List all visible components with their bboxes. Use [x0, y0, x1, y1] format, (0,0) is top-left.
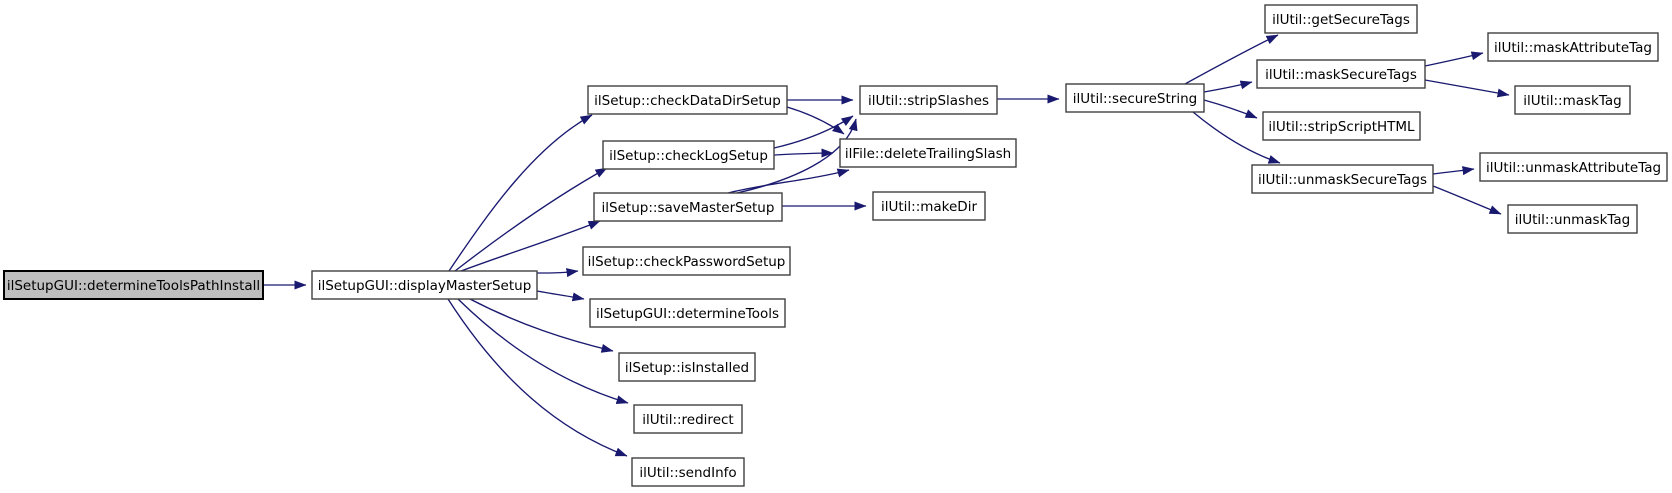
node-box[interactable] [1487, 32, 1659, 62]
edge-displayMasterSetup-checkPasswordSetup [536, 268, 579, 278]
node-label: ilUtil::makeDir [881, 199, 977, 215]
graph-node-maskTag[interactable]: ilUtil::maskTag [1514, 85, 1631, 115]
node-label: ilUtil::stripSlashes [868, 93, 989, 109]
edge-displayMasterSetup-saveMasterSetup [460, 220, 601, 272]
node-label: ilSetup::isInstalled [625, 360, 749, 376]
graph-node-secureString[interactable]: ilUtil::secureString [1065, 83, 1205, 113]
graph-node-determineToolsPathInstall: ilSetupGUI::determineToolsPathInstall [3, 270, 264, 300]
node-label: ilUtil::maskAttributeTag [1494, 40, 1652, 56]
node-label: ilSetup::checkLogSetup [609, 148, 768, 164]
node-label: ilUtil::maskTag [1523, 93, 1621, 109]
node-box[interactable] [618, 352, 756, 382]
graph-node-stripScriptHTML[interactable]: ilUtil::stripScriptHTML [1262, 111, 1421, 141]
node-label: ilFile::deleteTrailingSlash [845, 146, 1011, 162]
node-box [3, 270, 264, 300]
edge-secureString-getSecureTags [1184, 34, 1279, 85]
node-box[interactable] [311, 270, 538, 300]
graph-node-maskAttributeTag[interactable]: ilUtil::maskAttributeTag [1487, 32, 1659, 62]
node-label: ilSetupGUI::determineToolsPathInstall [7, 278, 260, 294]
node-box[interactable] [1479, 152, 1668, 182]
graph-node-unmaskTag[interactable]: ilUtil::unmaskTag [1507, 204, 1638, 234]
edge-displayMasterSetup-determineTools [536, 290, 585, 302]
graph-node-deleteTrailingSlash[interactable]: ilFile::deleteTrailingSlash [839, 138, 1017, 168]
node-label: ilSetupGUI::determineTools [596, 306, 779, 322]
graph-node-redirect[interactable]: ilUtil::redirect [633, 404, 743, 434]
graph-node-displayMasterSetup[interactable]: ilSetupGUI::displayMasterSetup [311, 270, 538, 300]
graph-node-stripSlashes[interactable]: ilUtil::stripSlashes [859, 85, 998, 115]
graph-node-isInstalled[interactable]: ilSetup::isInstalled [618, 352, 756, 382]
edge-unmaskSecureTags-unmaskAttributeTag [1432, 166, 1475, 176]
graph-node-saveMasterSetup[interactable]: ilSetup::saveMasterSetup [593, 192, 783, 222]
graph-node-unmaskAttributeTag[interactable]: ilUtil::unmaskAttributeTag [1479, 152, 1668, 182]
edge-displayMasterSetup-isInstalled [469, 298, 614, 353]
graph-node-sendInfo[interactable]: ilUtil::sendInfo [631, 457, 745, 487]
node-label: ilUtil::stripScriptHTML [1268, 119, 1415, 135]
node-box[interactable] [602, 140, 775, 170]
edge-checkLogSetup-stripSlashes [773, 115, 854, 149]
graph-node-unmaskSecureTags[interactable]: ilUtil::unmaskSecureTags [1251, 164, 1434, 194]
node-box[interactable] [593, 192, 783, 222]
node-box[interactable] [589, 298, 786, 328]
node-box[interactable] [1264, 4, 1418, 34]
node-label: ilSetup::saveMasterSetup [602, 200, 775, 216]
node-label: ilSetupGUI::displayMasterSetup [318, 278, 532, 294]
node-box[interactable] [1065, 83, 1205, 113]
node-label: ilUtil::unmaskSecureTags [1258, 172, 1427, 188]
edge-secureString-unmaskSecureTags [1192, 111, 1281, 164]
node-box[interactable] [1251, 164, 1434, 194]
edge-unmaskSecureTags-unmaskTag [1432, 185, 1502, 215]
edge-displayMasterSetup-sendInfo [447, 298, 628, 457]
node-box[interactable] [839, 138, 1017, 168]
edge-secureString-stripScriptHTML [1203, 99, 1258, 119]
node-box[interactable] [872, 191, 986, 221]
edge-saveMasterSetup-stripSlashes [736, 118, 858, 194]
node-label: ilUtil::unmaskTag [1515, 212, 1631, 228]
edge-secureString-maskSecureTags [1203, 80, 1253, 93]
node-label: ilUtil::getSecureTags [1272, 12, 1410, 28]
edge-checkDataDirSetup-deleteTrailingSlash [786, 106, 845, 135]
edge-maskSecureTags-maskTag [1424, 79, 1510, 98]
node-label: ilSetup::checkDataDirSetup [594, 93, 781, 109]
node-box[interactable] [1256, 59, 1426, 89]
edge-saveMasterSetup-deleteTrailingSlash [727, 168, 850, 194]
graph-node-checkDataDirSetup[interactable]: ilSetup::checkDataDirSetup [587, 85, 788, 115]
node-label: ilUtil::unmaskAttributeTag [1486, 160, 1661, 176]
graph-node-getSecureTags[interactable]: ilUtil::getSecureTags [1264, 4, 1418, 34]
node-label: ilUtil::secureString [1073, 91, 1197, 107]
edge-checkLogSetup-deleteTrailingSlash [773, 148, 834, 158]
graph-node-checkPasswordSetup[interactable]: ilSetup::checkPasswordSetup [582, 246, 791, 276]
node-label: ilUtil::sendInfo [639, 465, 736, 481]
node-box[interactable] [587, 85, 788, 115]
graph-node-maskSecureTags[interactable]: ilUtil::maskSecureTags [1256, 59, 1426, 89]
node-box[interactable] [633, 404, 743, 434]
node-box[interactable] [631, 457, 745, 487]
graph-node-makeDir[interactable]: ilUtil::makeDir [872, 191, 986, 221]
edge-displayMasterSetup-checkLogSetup [454, 167, 608, 272]
node-box[interactable] [1507, 204, 1638, 234]
edge-displayMasterSetup-checkDataDirSetup [448, 114, 593, 272]
node-box[interactable] [1262, 111, 1421, 141]
node-label: ilUtil::maskSecureTags [1265, 67, 1417, 83]
edges-layer [263, 34, 1510, 457]
node-label: ilSetup::checkPasswordSetup [588, 254, 786, 270]
edge-displayMasterSetup-redirect [457, 298, 629, 405]
edge-maskSecureTags-maskAttributeTag [1424, 51, 1484, 67]
node-box[interactable] [859, 85, 998, 115]
node-box[interactable] [582, 246, 791, 276]
node-box[interactable] [1514, 85, 1631, 115]
node-label: ilUtil::redirect [642, 412, 733, 428]
graph-node-checkLogSetup[interactable]: ilSetup::checkLogSetup [602, 140, 775, 170]
graph-node-determineTools[interactable]: ilSetupGUI::determineTools [589, 298, 786, 328]
